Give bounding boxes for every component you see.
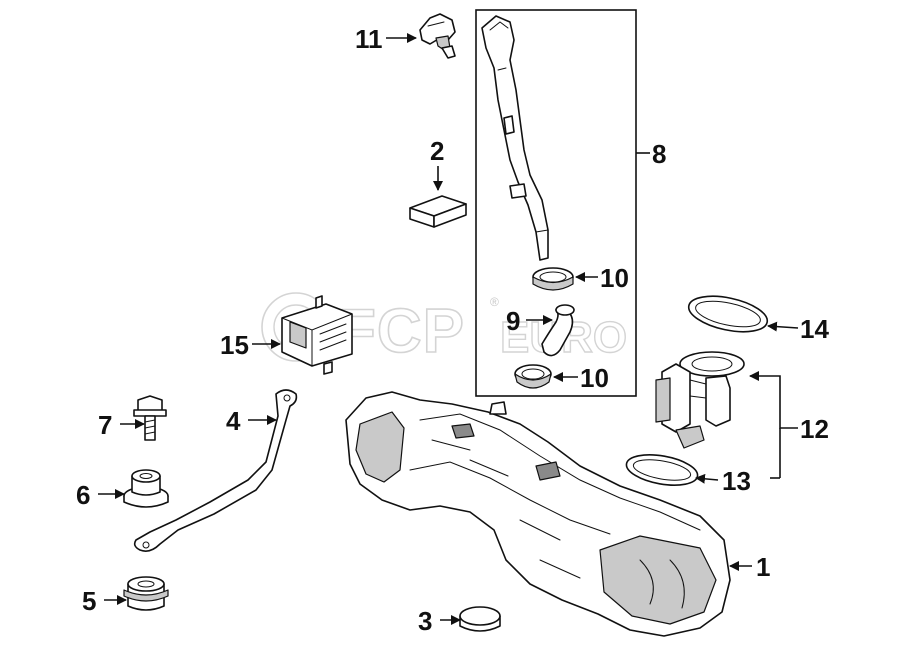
- callout-7: 7: [98, 410, 112, 440]
- leader-14: [767, 321, 799, 332]
- callout-6: 6: [76, 480, 90, 510]
- part-11-cap: [419, 13, 456, 59]
- callout-1: 1: [756, 552, 770, 582]
- leader-lines: [98, 33, 799, 625]
- part-10-clamp-upper: [532, 267, 574, 291]
- callout-15: 15: [220, 330, 249, 360]
- callout-13: 13: [722, 466, 751, 496]
- callout-5: 5: [82, 586, 96, 616]
- part-5-grommet: [123, 576, 169, 611]
- callout-11: 11: [355, 24, 383, 54]
- part-13-gasket-ring: [625, 454, 699, 486]
- callout-9: 9: [506, 306, 520, 336]
- callouts: 11 2 8 10 9 10 15 4 7 6 5 3 1 14 12 13: [76, 24, 829, 636]
- callout-10-upper: 10: [600, 263, 629, 293]
- watermark-registered: ®: [490, 295, 499, 309]
- part-4-strap: [133, 389, 298, 552]
- part-6-bushing: [123, 469, 169, 508]
- part-12-fuel-pump: [655, 351, 745, 449]
- part-2-pad: [409, 195, 467, 228]
- callout-12: 12: [800, 414, 829, 444]
- part-9-hose: [541, 304, 575, 357]
- callout-4: 4: [226, 406, 241, 436]
- leader-12-upper: [749, 371, 798, 429]
- callout-2: 2: [430, 136, 444, 166]
- part-8-filler-neck: [481, 15, 549, 261]
- callout-8: 8: [652, 139, 666, 169]
- part-1-fuel-tank: [345, 391, 731, 637]
- part-14-gasket-ring: [687, 295, 769, 333]
- callout-14: 14: [800, 314, 829, 344]
- part-3-plug: [459, 606, 501, 632]
- watermark: FCP EURO ®: [261, 292, 628, 367]
- callout-3: 3: [418, 606, 432, 636]
- part-8-group-box: [475, 9, 637, 397]
- leader-13: [695, 473, 719, 484]
- watermark-brand: FCP: [338, 297, 465, 366]
- part-15-module: [281, 295, 353, 375]
- part-10-clamp-lower: [514, 364, 552, 389]
- part-7-bolt: [133, 395, 167, 441]
- callout-10-lower: 10: [580, 363, 609, 393]
